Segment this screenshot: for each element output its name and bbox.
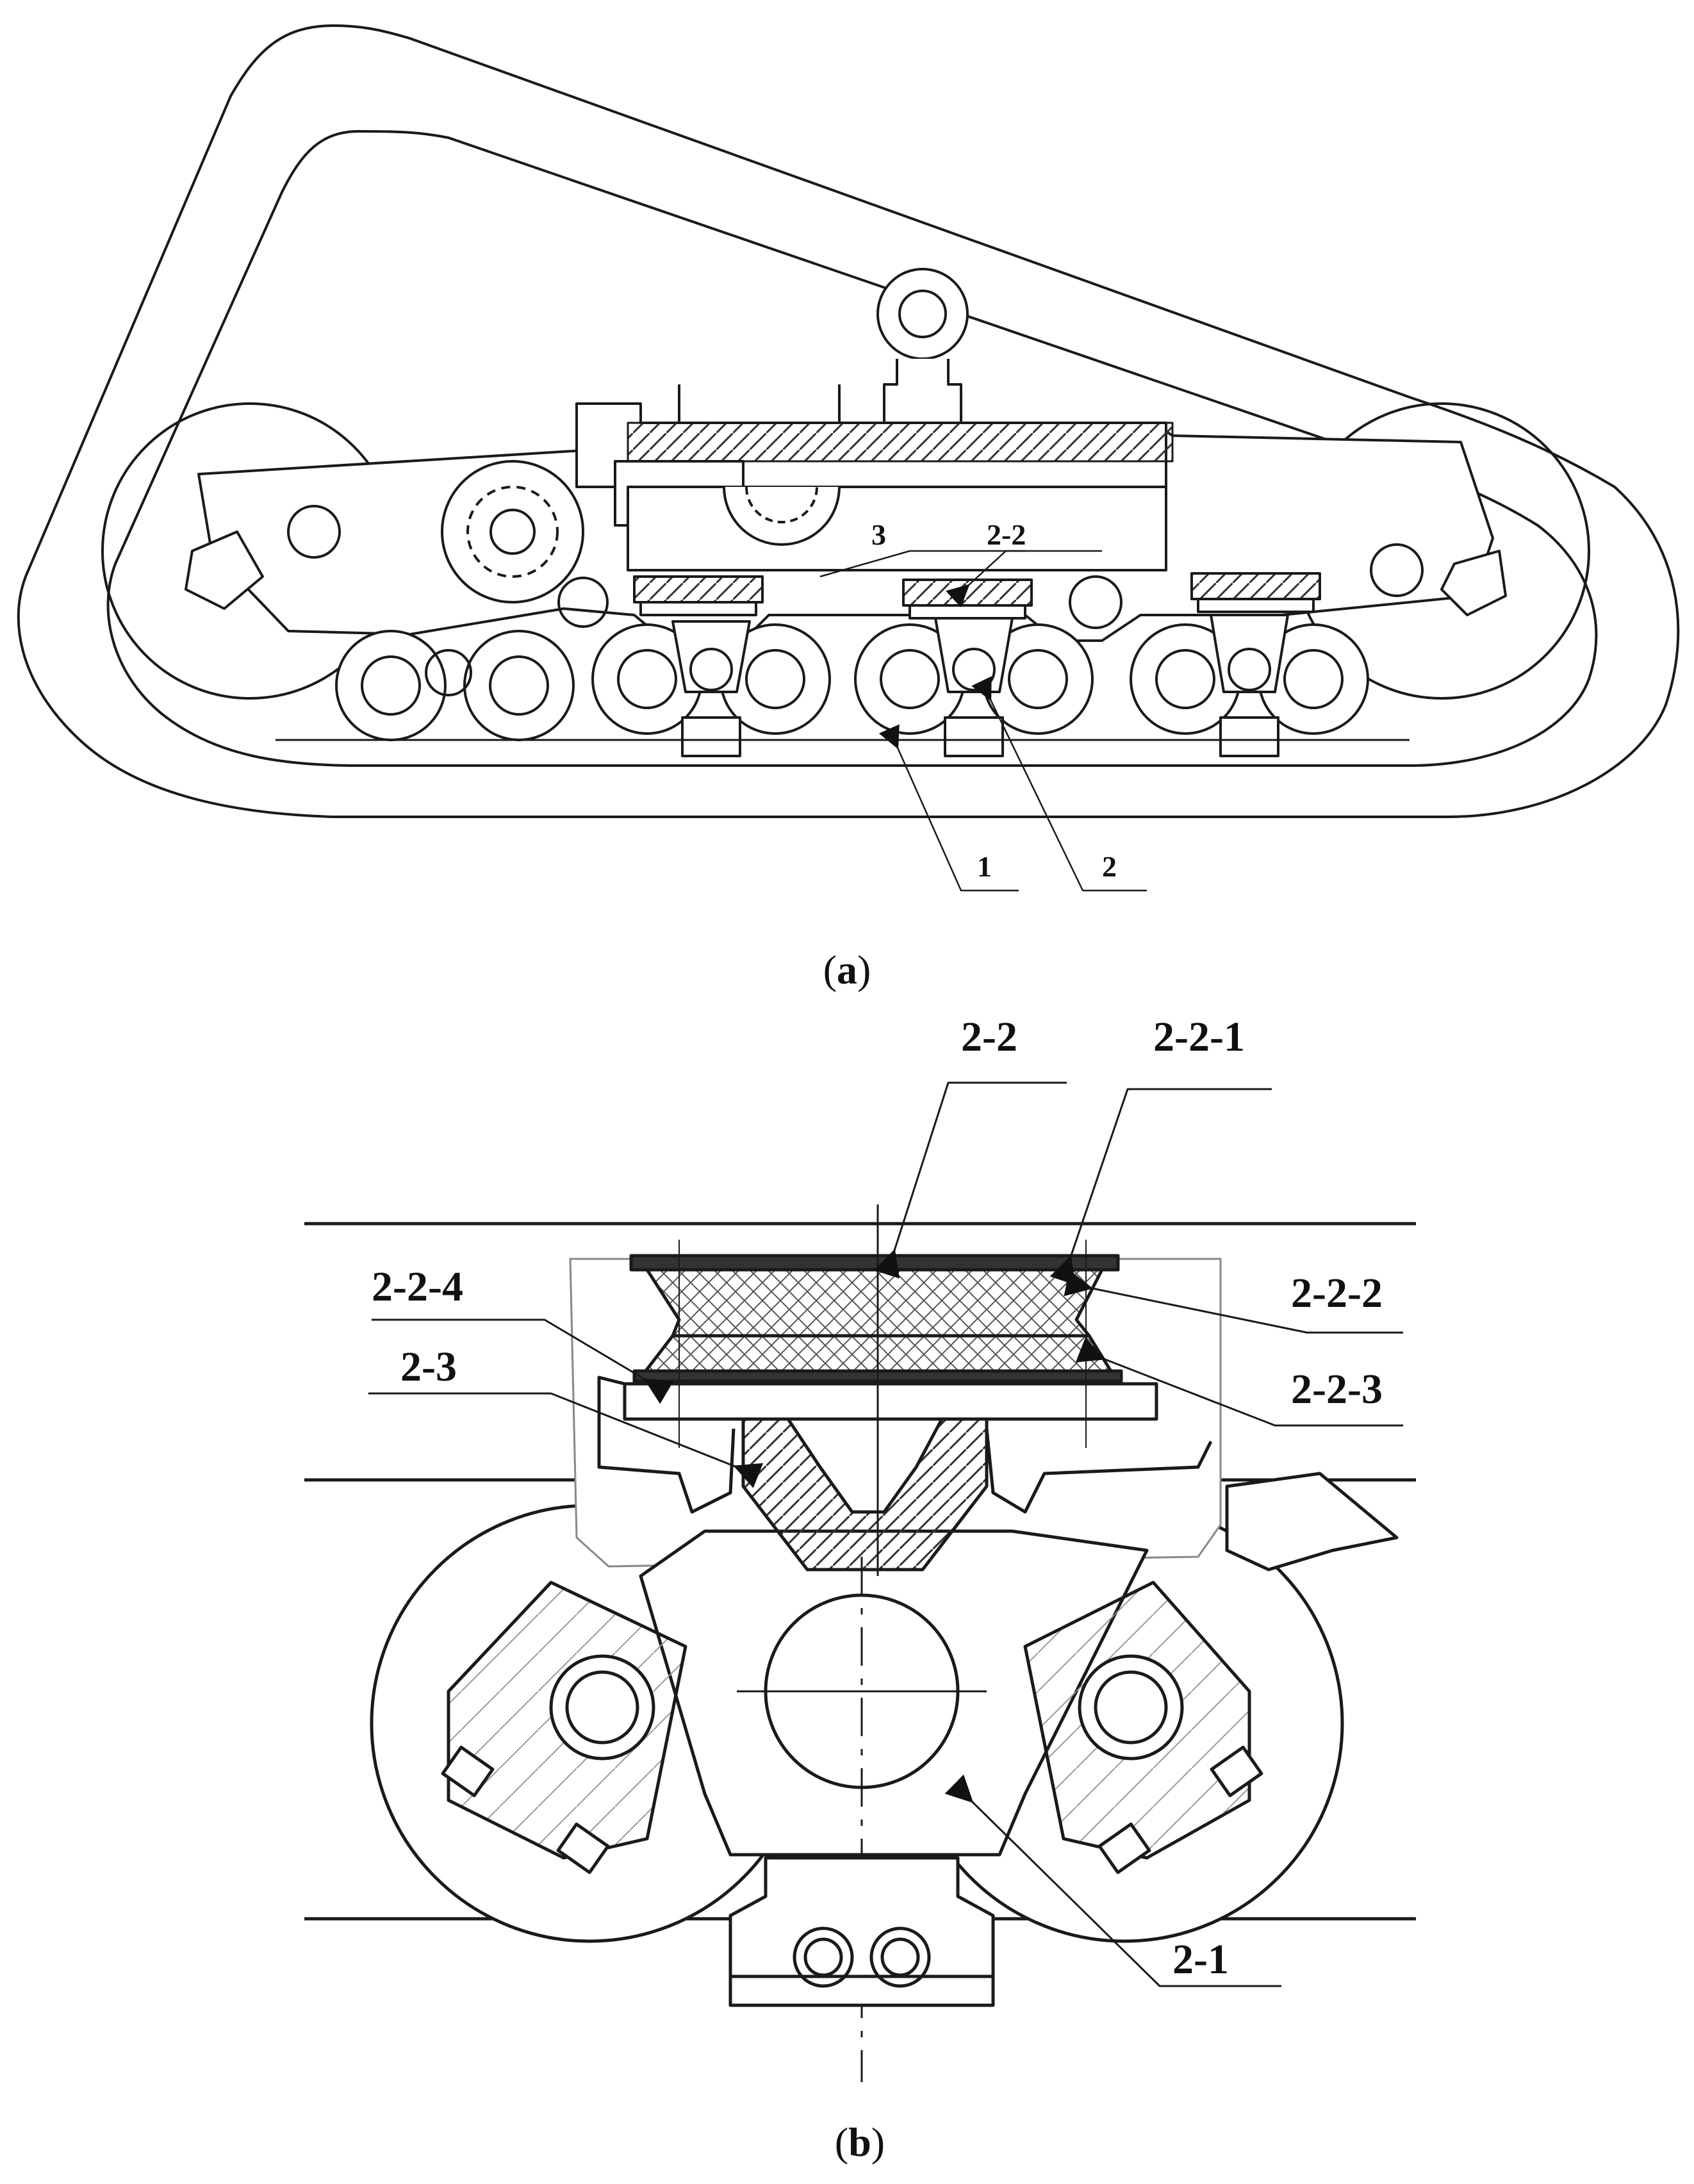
track-belt-outer — [17, 24, 1680, 818]
bracket-lug-right — [985, 1428, 1213, 1514]
label-b-2-1: 2-1 — [1172, 1936, 1229, 1983]
label-a-2: 2 — [1102, 850, 1117, 883]
frame-pin-left2 — [557, 577, 609, 628]
bogie-2 — [591, 620, 831, 757]
panel-b-bogie-detail — [304, 1081, 1416, 2082]
half-gear-inner — [745, 486, 818, 523]
damper-pack-3 — [1190, 572, 1321, 613]
cylinder-housing — [627, 422, 1174, 463]
top-mount-ring — [876, 268, 969, 360]
clamp-bolt-right — [869, 1926, 931, 1988]
leader-2-2 — [946, 550, 1102, 608]
base-plate-2-2-4 — [623, 1382, 1158, 1421]
top-mount-hub — [898, 290, 947, 338]
leader-b-2-1 — [944, 1774, 1281, 1987]
panel-a-track-overview — [17, 24, 1680, 892]
bracket-lug-left — [597, 1375, 736, 1514]
hub-axle-left-inner — [565, 1670, 639, 1745]
label-b-2-2: 2-2 — [961, 1014, 1017, 1060]
front-tensioner — [185, 530, 264, 610]
rear-tensioner — [1440, 550, 1507, 616]
leader-3 — [819, 550, 1025, 578]
label-b-2-2-2: 2-2-2 — [1291, 1270, 1383, 1317]
caption-b: (b) — [835, 2119, 885, 2165]
fender-flap-right — [1225, 1472, 1399, 1572]
hub-bolt-left-1 — [441, 1745, 495, 1798]
leader-b-2-2-4 — [372, 1318, 674, 1404]
damper-pack-1 — [633, 575, 764, 616]
frame-pin-right — [1370, 543, 1424, 597]
caption-a: (a) — [823, 947, 871, 992]
leader-b-2-2-1 — [1049, 1088, 1272, 1285]
rubber-element-2-2-2 — [645, 1268, 1104, 1338]
drive-gear — [441, 460, 584, 603]
hub-axle-right-inner — [1094, 1670, 1168, 1745]
label-a-2-2: 2-2 — [987, 518, 1026, 551]
bogie-4 — [1130, 614, 1369, 757]
label-b-2-2-4: 2-2-4 — [372, 1263, 463, 1310]
leader-b-2-3 — [368, 1392, 764, 1488]
clamp-bolt-left — [793, 1926, 854, 1988]
clamp-bolt-left-inner — [803, 1937, 843, 1977]
label-a-3: 3 — [871, 518, 886, 551]
frame-pin-left — [287, 505, 341, 559]
leader-b-2-2-3 — [1075, 1337, 1403, 1427]
half-gear — [723, 486, 841, 546]
beam-3 — [627, 486, 1167, 571]
top-plate-2-2-1 — [629, 1254, 1120, 1272]
label-b-2-3: 2-3 — [400, 1343, 457, 1390]
hub-bolt-left-2 — [556, 1822, 610, 1875]
leader-b-2-2-2 — [1064, 1270, 1403, 1334]
top-mount-post — [883, 359, 962, 424]
drive-gear-inner — [466, 486, 559, 578]
label-a-1: 1 — [977, 850, 992, 883]
bogie-1 — [335, 630, 575, 741]
hub-bolt-right-1 — [1210, 1745, 1263, 1798]
leader-2 — [971, 676, 1147, 892]
label-b-2-2-3: 2-2-3 — [1291, 1366, 1383, 1413]
leader-1 — [878, 724, 1019, 892]
damper-pack-2 — [902, 579, 1033, 620]
drive-gear-hub — [489, 509, 536, 555]
frame-pin-mid — [1069, 575, 1122, 629]
clamp-bolt-right-inner — [880, 1937, 920, 1977]
leader-b-2-2 — [874, 1081, 1067, 1279]
track-clamp-block — [728, 1856, 995, 2007]
bogie-3 — [854, 617, 1094, 757]
hub-bolt-right-2 — [1098, 1822, 1151, 1875]
label-b-2-2-1: 2-2-1 — [1153, 1014, 1245, 1060]
